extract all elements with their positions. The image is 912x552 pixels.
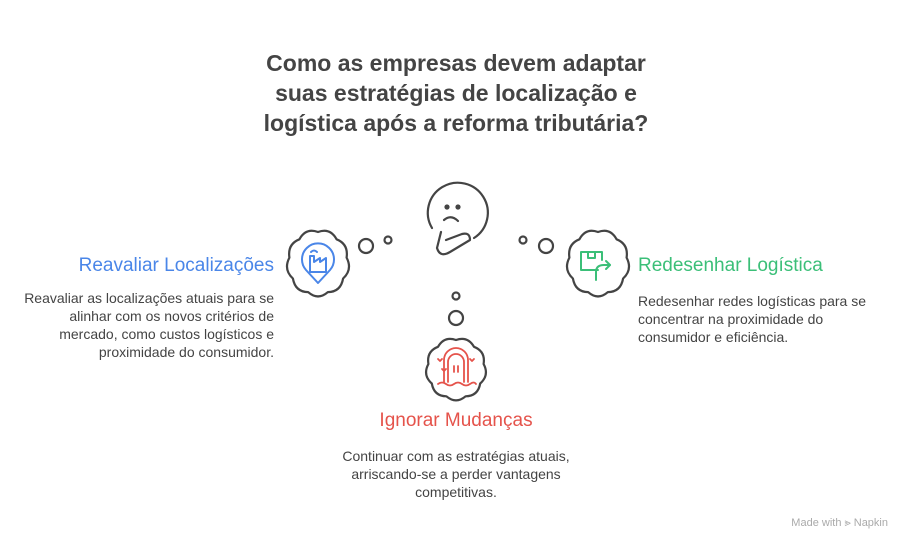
napkin-watermark: Made with ⪢ Napkin <box>791 517 888 529</box>
cloud-right <box>565 229 631 298</box>
option-text-ignore: Continuar com as estratégias atuais, arr… <box>342 448 570 500</box>
option-heading-ignore: Ignorar Mudanças <box>379 410 533 431</box>
option-text-reevaluate: Reavaliar as localizações atuais para se… <box>24 290 274 360</box>
option-heading-redesign: Redesenhar Logística <box>638 255 823 276</box>
thinking-face-icon <box>426 181 489 256</box>
factory-location-icon <box>301 242 335 284</box>
option-heading-reevaluate: Reavaliar Localizações <box>78 255 274 276</box>
flooded-door-icon <box>437 347 477 387</box>
cloud-left <box>285 229 351 298</box>
page-title: Como as empresas devem adaptar suas estr… <box>263 50 649 136</box>
package-arrow-icon <box>580 251 611 281</box>
option-text-redesign: Redesenhar redes logísticas para se conc… <box>638 293 867 345</box>
thought-bubbles <box>357 235 555 327</box>
cloud-bottom <box>424 337 488 402</box>
